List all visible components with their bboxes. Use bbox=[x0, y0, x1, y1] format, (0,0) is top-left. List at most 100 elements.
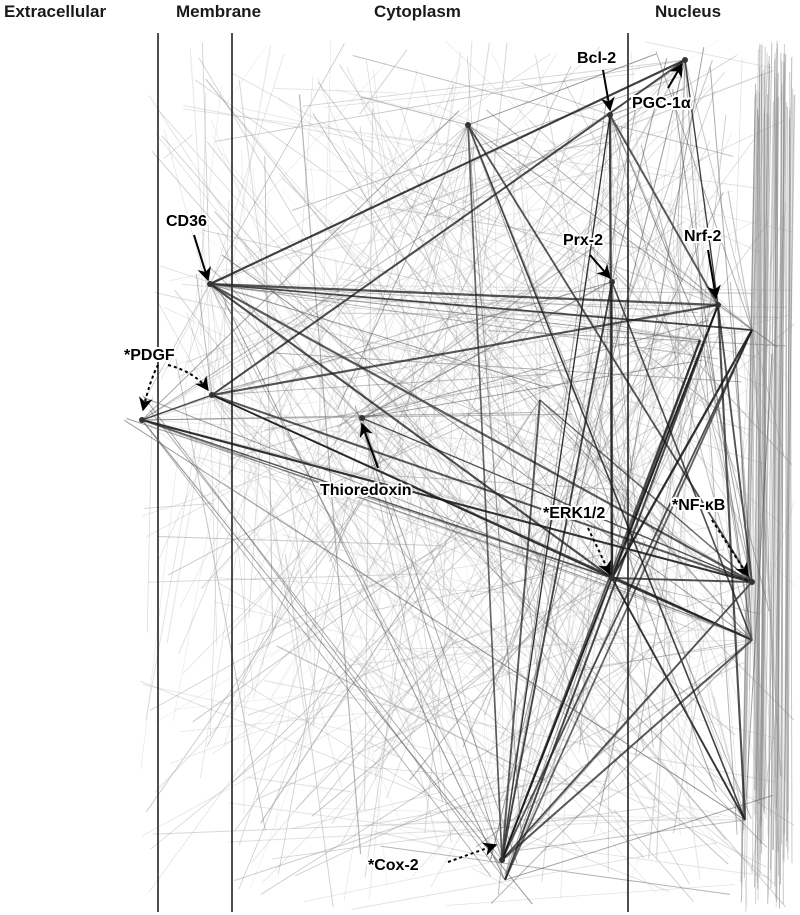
network-edge bbox=[744, 353, 773, 821]
network-edge bbox=[167, 345, 598, 576]
network-edge bbox=[187, 291, 347, 363]
network-edge-strong bbox=[716, 304, 747, 821]
network-edge bbox=[467, 124, 752, 820]
node-bcl2 bbox=[607, 112, 613, 118]
label-bcl2: Bcl-2 bbox=[577, 50, 616, 67]
network-edge bbox=[514, 198, 674, 485]
network-edge bbox=[216, 285, 701, 341]
network-edge bbox=[305, 490, 370, 575]
network-edge bbox=[759, 42, 773, 801]
network-edge bbox=[149, 409, 503, 861]
network-edge bbox=[611, 577, 759, 615]
network-edge bbox=[647, 339, 701, 859]
network-edge bbox=[317, 77, 484, 491]
network-edge bbox=[194, 79, 365, 201]
network-edge bbox=[217, 232, 378, 611]
network-edge bbox=[239, 107, 793, 233]
network-edge bbox=[627, 360, 642, 551]
node-erk12 bbox=[609, 575, 615, 581]
network-edge bbox=[243, 241, 506, 881]
network-edge bbox=[436, 87, 585, 556]
network-edge bbox=[365, 663, 767, 868]
network-edge bbox=[640, 305, 731, 792]
network-edge bbox=[355, 656, 416, 732]
node-nfkb bbox=[749, 579, 755, 585]
network-edge bbox=[751, 329, 783, 778]
network-edge bbox=[684, 59, 785, 456]
network-edge bbox=[295, 637, 459, 810]
network-edge bbox=[461, 408, 562, 659]
network-edge bbox=[363, 108, 374, 810]
network-edge bbox=[141, 419, 694, 630]
network-edge bbox=[348, 490, 730, 859]
label-nfkb: *NF-κB bbox=[672, 497, 725, 514]
network-edge bbox=[238, 79, 312, 652]
network-edge bbox=[467, 124, 552, 727]
network-edge bbox=[475, 639, 753, 848]
network-edge bbox=[141, 55, 737, 421]
network-edge bbox=[501, 106, 637, 861]
network-edge bbox=[149, 420, 666, 712]
network-edge bbox=[153, 815, 612, 835]
network-edge bbox=[180, 703, 463, 732]
network-edge bbox=[457, 164, 626, 205]
network-edge bbox=[361, 334, 389, 521]
network-edge bbox=[206, 144, 557, 497]
network-edge bbox=[148, 94, 628, 838]
network-edge bbox=[291, 792, 441, 830]
network-edge bbox=[183, 104, 375, 143]
network-edge bbox=[195, 456, 613, 579]
network-edge-strong bbox=[209, 283, 753, 331]
network-edge bbox=[176, 221, 535, 379]
network-edge bbox=[219, 290, 506, 881]
node-prx2 bbox=[609, 279, 615, 285]
node-cd36 bbox=[207, 281, 213, 287]
arrow-cox2 bbox=[447, 842, 498, 863]
network-edge bbox=[209, 283, 698, 313]
network-edge bbox=[331, 222, 769, 825]
network-edge bbox=[150, 323, 795, 850]
network-edge bbox=[338, 64, 622, 490]
network-edge bbox=[141, 419, 492, 877]
network-edge bbox=[211, 134, 441, 612]
network-edge bbox=[355, 120, 784, 320]
network-edge bbox=[616, 304, 719, 435]
network-edge bbox=[400, 107, 500, 400]
network-edge bbox=[789, 72, 793, 864]
network-edge bbox=[452, 339, 701, 450]
network-edge bbox=[757, 43, 761, 890]
network-edge-strong bbox=[501, 639, 753, 861]
network-edge bbox=[250, 514, 394, 889]
network-edge-strong bbox=[611, 281, 753, 641]
network-edge bbox=[504, 794, 773, 881]
network-edge bbox=[543, 141, 611, 152]
network-edge bbox=[229, 802, 770, 878]
network-edge bbox=[361, 417, 449, 751]
network-edge bbox=[615, 294, 671, 474]
network-edge bbox=[288, 76, 314, 438]
network-edge bbox=[199, 271, 283, 779]
network-edge bbox=[361, 417, 736, 736]
network-edge bbox=[758, 73, 763, 805]
header-extracellular: Extracellular bbox=[4, 2, 107, 21]
network-edge bbox=[500, 381, 538, 670]
network-edge bbox=[574, 625, 717, 845]
node-pdgf-extracellular bbox=[139, 417, 145, 423]
arrow-erk12 bbox=[587, 527, 611, 576]
network-edge bbox=[309, 153, 388, 886]
label-pdgf: *PDGF bbox=[124, 347, 175, 364]
network-edge bbox=[189, 456, 410, 712]
network-edge bbox=[392, 227, 764, 387]
network-edge bbox=[178, 207, 367, 655]
network-edge bbox=[252, 68, 419, 699]
network-edge bbox=[168, 201, 576, 282]
arrow-pdgf-extracellular bbox=[139, 364, 159, 412]
network-edge bbox=[467, 124, 717, 792]
network-edge bbox=[231, 304, 719, 784]
network-edge bbox=[587, 86, 595, 449]
network-edge bbox=[141, 419, 629, 450]
network-edge bbox=[346, 66, 466, 344]
network-edge bbox=[516, 137, 541, 401]
network-edge bbox=[195, 274, 213, 396]
